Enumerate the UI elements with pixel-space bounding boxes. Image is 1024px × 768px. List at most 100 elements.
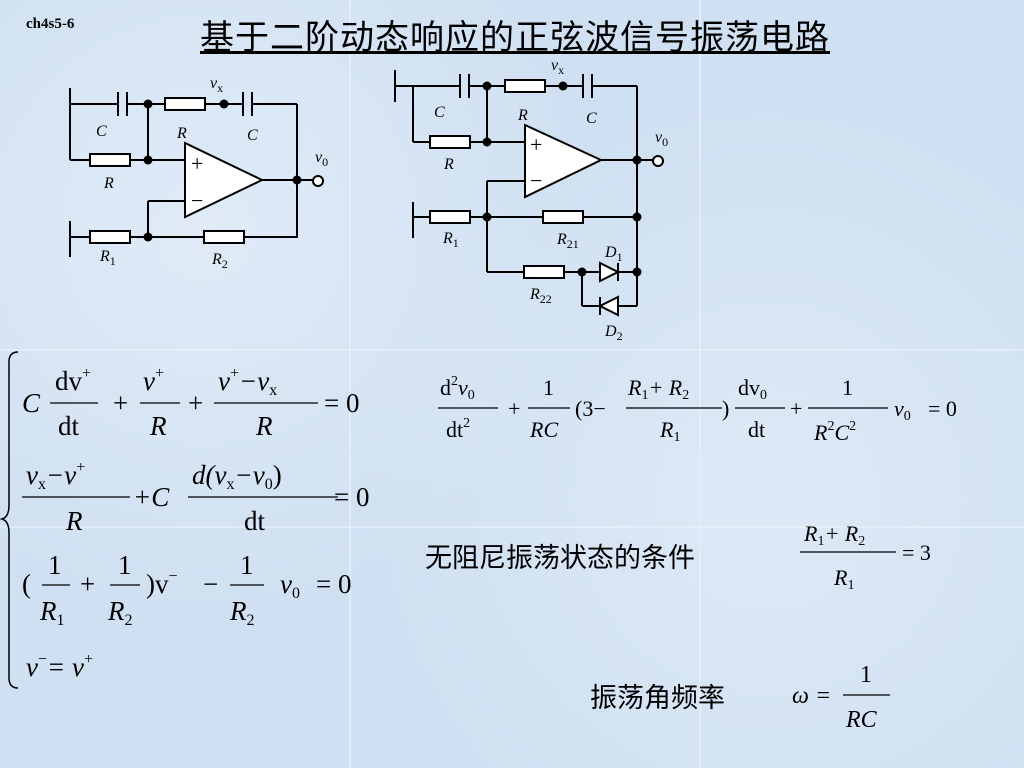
eq1-den2: R [149,411,167,441]
eq4-eq: = v [47,652,84,682]
eq1-plus1: + [113,388,128,418]
svg-text:R1: R1 [39,596,65,629]
c2-left-label: C [434,104,445,121]
eq2-num1a: v [26,460,38,490]
main-equation: d2v0 dt2 + 1 RC (3− R1+ R2 R1 ) dv0 dt +… [438,374,957,445]
eq3-d3-sub: 2 [247,612,255,629]
vo-sub: 0 [322,155,328,169]
eq3-open: ( [22,569,31,599]
svg-text:D1: D1 [604,244,623,264]
svg-text:d2v0: d2v0 [440,374,475,403]
eq1-den3: R [255,411,273,441]
svg-text:dv0: dv0 [738,375,767,403]
eq3-plus: + [80,569,95,599]
slide-title: 基于二阶动态响应的正弦波信号振荡电路 [200,18,830,58]
r-top-label: R [176,125,187,142]
ode-n2: 1 [543,375,554,400]
cond-n-a: R [803,521,818,546]
svg-text:vx−v+: vx−v+ [26,459,85,493]
eq1-num3-sub: x [269,382,277,399]
eq2-num1b: −v [46,460,76,490]
cond-n-sub2: 2 [858,534,865,549]
eq4-lhs: v [26,652,38,682]
eq2-rhs: = 0 [334,482,369,512]
svg-text:dt2: dt2 [446,416,470,442]
svg-text:R1: R1 [442,230,459,250]
condition-label: 无阻尼振荡状态的条件 [425,543,695,574]
eq2-den2: dt [244,506,266,536]
eq3-v0-sub: 0 [292,585,300,602]
d2-label: D [604,323,617,340]
eq1-sup: + [82,365,91,382]
eq3-d1: R [39,596,57,626]
d1-label: D [604,244,617,261]
circuit-diagram-1: C R C R vx v0 R1 R2 + − [69,75,328,271]
eq3-d3: R [229,596,247,626]
r21-sub: 21 [567,237,579,251]
ode-n3-sub2: 2 [682,388,689,403]
svg-text:v+−vx: v+−vx [218,365,277,399]
eq1-plus2: + [188,388,203,418]
svg-text:vx: vx [551,57,564,77]
eq3-minus: − [203,569,218,599]
svg-text:)v−: )v− [146,568,178,599]
ode-n4: dv [738,375,760,400]
svg-text:v+: v+ [143,365,164,396]
cond-n-sub1: 1 [817,534,824,549]
ode-d2: RC [529,417,558,442]
ode-d3: R [659,417,674,442]
eq3-v0: v [280,569,292,599]
svg-text:R1+ R2: R1+ R2 [803,521,865,549]
ode-v0-sub: 0 [904,409,911,424]
ode-d1: dt [446,417,463,442]
ode-plus1: + [508,396,520,421]
opamp2-plus: + [530,132,542,157]
r21-label: R [556,231,567,248]
eq2-num2: d(v [192,460,226,490]
eq3-d1-sub: 1 [57,612,65,629]
c2-right-label: C [586,110,597,127]
c-left-label: C [96,123,107,140]
svg-text:R1: R1 [659,417,680,445]
opamp-minus: − [191,188,203,213]
svg-text:D2: D2 [604,323,623,343]
eq3-close-sup: − [169,568,178,585]
r22-label: R [529,286,540,303]
eq3-n1: 1 [48,550,62,580]
eq1-num3a: v [218,366,230,396]
svg-text:v0: v0 [280,569,300,602]
eq1-C: C [22,388,41,418]
svg-text:R2: R2 [107,596,133,629]
opamp-plus: + [191,151,203,176]
eq4-rhs-sup: + [84,651,93,668]
eq1-num2: v [143,366,155,396]
cond-n-b: + R [824,521,858,546]
svg-text:R2: R2 [229,596,255,629]
ode-n5: 1 [842,375,853,400]
eq1-rhs: = 0 [324,388,359,418]
ode-n1-sup: 2 [451,374,458,389]
svg-text:R2: R2 [211,251,228,271]
svg-text:R22: R22 [529,286,552,306]
ode-plus2: + [790,396,802,421]
r2-label: R [211,251,222,268]
svg-text:vx: vx [210,75,223,95]
vx-label: v [210,75,218,92]
svg-text:dv+: dv+ [55,365,91,396]
omega-d: RC [845,707,878,733]
d2-sub: 2 [617,329,623,343]
circuit-diagram-2: C R C R vx v0 R1 R21 R22 D1 D2 + − [394,57,668,343]
r1b-label: R [442,230,453,247]
eq3-n3: 1 [240,550,254,580]
ode-v0: v [894,396,904,421]
ode-rhs: = 0 [928,396,957,421]
equation-system: C dv+ dt + v+ R + v+−vx R = 0 vx−v+ R +C… [0,351,369,689]
eq2-den1: R [65,506,83,536]
svg-text:R1: R1 [833,565,854,593]
eq2-num2-sub: x [226,476,234,493]
c-right-label: C [247,127,258,144]
vx2-sub: x [558,63,564,77]
r2-top-label: R [517,107,528,124]
r1-label: R [99,248,110,265]
eq2-plusC: +C [133,482,170,512]
